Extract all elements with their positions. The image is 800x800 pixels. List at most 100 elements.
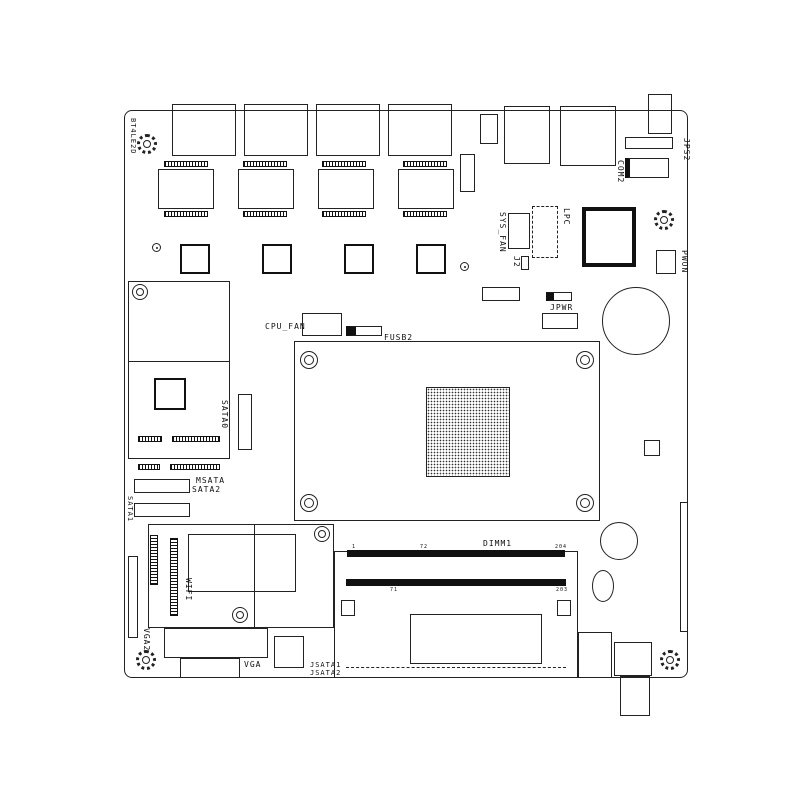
msata-pins	[170, 464, 220, 470]
lpc-label: LPC	[562, 208, 571, 226]
dimm-latch-right	[557, 600, 571, 616]
jsata1-label: JSATA1	[310, 661, 342, 669]
dimm-chip	[410, 614, 542, 664]
msata-pins	[138, 436, 162, 442]
cpu-fan-label: CPU_FAN	[265, 322, 306, 331]
sata0-connector	[238, 394, 252, 450]
transformer-pins	[164, 161, 208, 167]
dimm-pin-203: 203	[556, 587, 569, 593]
mount-hole-top-left	[137, 134, 157, 154]
dimm1-label: DIMM1	[483, 539, 513, 548]
vga2-header	[128, 556, 138, 638]
msata-chip	[154, 378, 186, 410]
vga-connector	[164, 628, 268, 658]
mount-hole-bottom-right	[660, 650, 680, 670]
lan-chip-2	[262, 244, 292, 274]
u-chip-small	[542, 313, 578, 329]
cpu-bga-chip	[426, 387, 510, 477]
dimm-pin-72: 72	[420, 544, 429, 550]
fusb2-label: FUSB2	[384, 333, 414, 342]
jpwr-jumper	[546, 292, 572, 301]
power-jack-top	[648, 94, 672, 134]
gpio-header-right	[680, 502, 688, 632]
cpu-mount-hole	[576, 494, 594, 512]
msata-mount-hole	[132, 284, 148, 300]
dimm-contacts-top	[347, 550, 565, 557]
sata1-label: SATA1	[126, 496, 134, 523]
usb-lan-port	[560, 106, 616, 166]
cpu-heatsink-area	[294, 341, 600, 521]
lan-chip-4	[416, 244, 446, 274]
dimm-contacts-bottom	[346, 579, 566, 586]
lan-port-2	[244, 104, 308, 156]
com2-label: COM2	[616, 160, 625, 184]
via-hole	[152, 243, 161, 252]
lpc-header	[532, 206, 558, 258]
fusb2-header	[346, 326, 382, 336]
transformer-3	[318, 169, 374, 209]
pwon-button	[656, 250, 676, 274]
wifi-label: WIFI	[184, 578, 193, 602]
com-port	[504, 106, 550, 164]
lan-chip-3	[344, 244, 374, 274]
jpwr-label: JPWR	[550, 303, 574, 312]
dimm-pin-71: 71	[390, 587, 399, 593]
msata-label: MSATA	[196, 476, 226, 485]
jps2-label: JPS2	[682, 138, 691, 162]
wifi-pins	[150, 535, 158, 585]
cpu-mount-hole	[300, 351, 318, 369]
buzzer	[600, 522, 638, 560]
lan-port-4	[388, 104, 452, 156]
pwon-label: PWON	[680, 250, 689, 274]
transformer-4	[398, 169, 454, 209]
bt-label: BT4LE2D	[129, 118, 137, 155]
dimm-pin-1: 1	[352, 544, 357, 550]
mount-hole-top-right	[654, 210, 674, 230]
via-hole	[460, 262, 469, 271]
msata-pins	[138, 464, 160, 470]
transformer-pins	[243, 161, 287, 167]
divider	[128, 361, 230, 362]
jsata-header	[274, 636, 304, 668]
wifi-mount-hole	[314, 526, 330, 542]
sata1-connector	[134, 503, 190, 517]
transformer-pins	[322, 211, 366, 217]
com2-header	[625, 158, 669, 178]
dimm-latch-left	[341, 600, 355, 616]
sata0-label: SATA0	[220, 400, 229, 430]
sata2-label: SATA2	[192, 485, 222, 494]
transformer-2	[238, 169, 294, 209]
cpu-mount-hole	[300, 494, 318, 512]
vga-housing	[180, 658, 240, 678]
dimm-pin-204: 204	[555, 544, 568, 550]
j2-jumper	[521, 256, 529, 270]
sys-fan-connector	[508, 213, 530, 249]
lan-port-3	[316, 104, 380, 156]
wifi-slot	[148, 524, 334, 628]
wifi-card-outline	[188, 534, 296, 592]
usb-housing	[620, 676, 650, 716]
pin-header	[460, 154, 475, 192]
transformer-1	[158, 169, 214, 209]
transformer-pins	[164, 211, 208, 217]
cpu-mount-hole	[576, 351, 594, 369]
dimm-dashed-line	[346, 667, 566, 668]
transformer-pins	[243, 211, 287, 217]
transformer-pins	[403, 211, 447, 217]
lan-port-1	[172, 104, 236, 156]
msata-slot	[128, 281, 230, 459]
vga-label: VGA	[244, 660, 262, 669]
wifi-mount-hole	[232, 607, 248, 623]
sata2-connector	[134, 479, 190, 493]
jps2-header	[625, 137, 673, 149]
transformer-pins	[403, 161, 447, 167]
transformer-pins	[322, 161, 366, 167]
jdds-table	[482, 287, 520, 301]
cmos-battery	[602, 287, 670, 355]
power-jack	[578, 632, 612, 678]
sys-fan-label: SYS_FAN	[498, 212, 507, 253]
jsata2-label: JSATA2	[310, 669, 342, 677]
msata-pins	[172, 436, 220, 442]
usb-connector	[614, 642, 652, 676]
